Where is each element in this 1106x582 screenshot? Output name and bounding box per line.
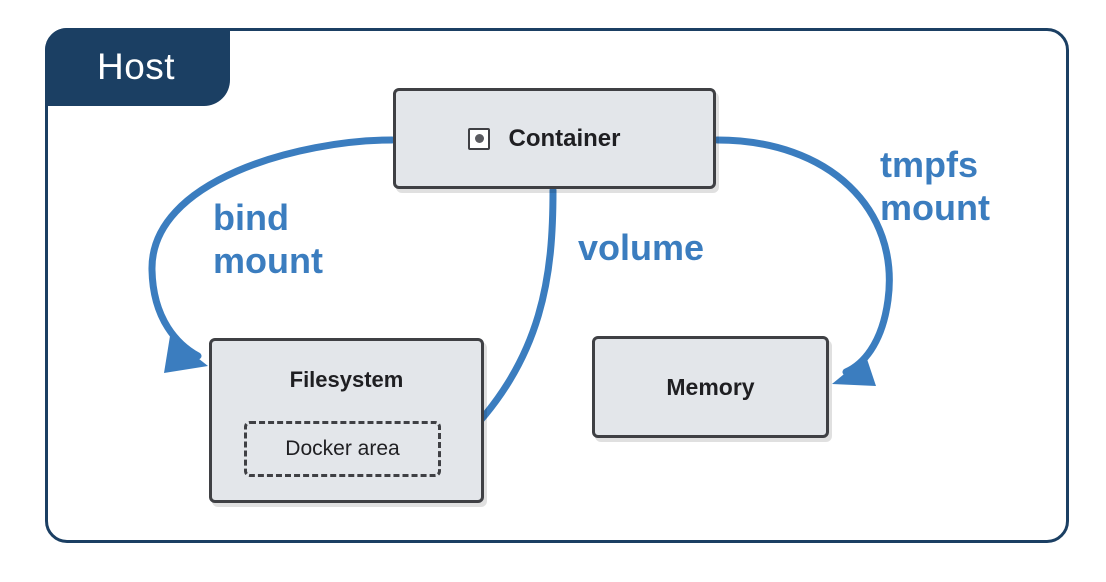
volume-label: volume: [578, 227, 705, 268]
filesystem-label: Filesystem: [289, 367, 404, 392]
container-box: Container: [393, 88, 716, 189]
docker-area-box: Docker area: [244, 421, 441, 477]
docker-area-label: Docker area: [285, 437, 400, 460]
bind-mount-label: bind mount: [213, 197, 323, 282]
host-tab: Host: [45, 28, 230, 106]
container-label: Container: [508, 124, 621, 152]
memory-box: Memory: [592, 336, 829, 438]
filesystem-box: Filesystem Docker area: [209, 338, 484, 503]
container-icon: [468, 127, 491, 150]
tmpfs-mount-label: tmpfs mount: [880, 144, 990, 229]
memory-label: Memory: [666, 373, 755, 400]
host-label: Host: [97, 46, 176, 87]
